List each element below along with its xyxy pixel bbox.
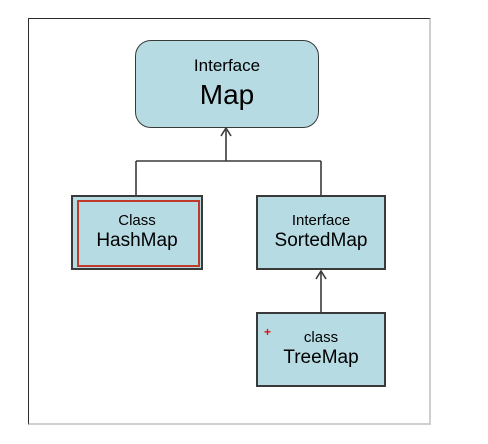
crosshair-cursor-icon: + (264, 325, 272, 339)
node-map[interactable]: Interface Map (135, 40, 319, 128)
arrowhead-sortedmap (315, 269, 327, 280)
node-sortedmap-kind: Interface (291, 212, 351, 230)
node-treemap[interactable]: class TreeMap (256, 312, 386, 387)
node-hashmap-kind: Class (118, 212, 156, 230)
node-sortedmap[interactable]: Interface SortedMap (256, 195, 386, 270)
node-treemap-kind: class (303, 329, 339, 347)
node-treemap-name: TreeMap (283, 346, 359, 368)
node-hashmap-name: HashMap (96, 229, 178, 251)
node-map-name: Map (199, 78, 255, 110)
node-map-kind: Interface (193, 56, 261, 76)
node-sortedmap-name: SortedMap (274, 229, 368, 251)
node-hashmap[interactable]: Class HashMap (71, 195, 203, 270)
arrowhead-map (220, 126, 232, 137)
